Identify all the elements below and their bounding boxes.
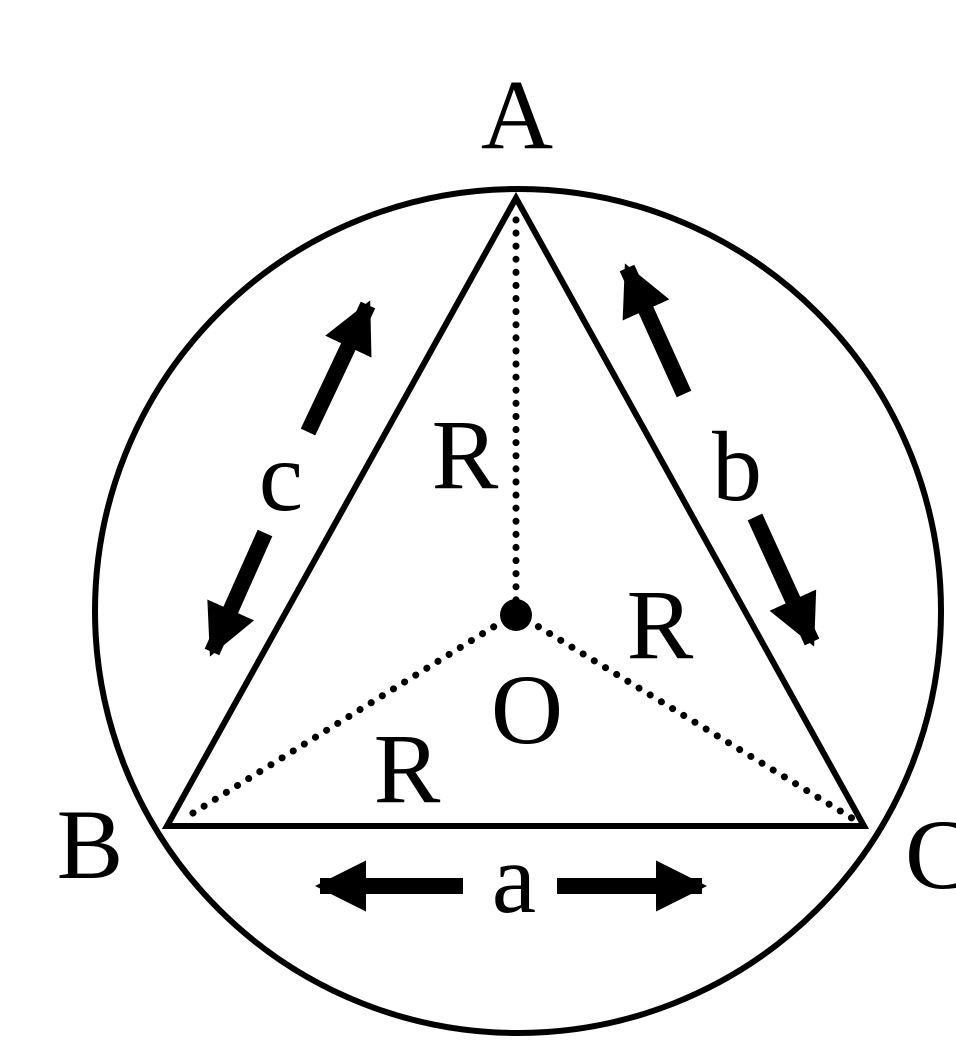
radius-line-ob <box>181 609 520 822</box>
side-c-label: c <box>259 421 303 532</box>
center-label: O <box>491 654 563 765</box>
radius-label-right: R <box>627 569 694 680</box>
vertex-c-label: C <box>905 799 956 910</box>
side-b-arrow-down <box>747 513 820 647</box>
side-b-arrow-up <box>619 263 692 398</box>
side-c-arrow-up <box>300 300 376 436</box>
radius-line-oc <box>512 609 859 824</box>
triangle-abc <box>161 191 870 829</box>
center-point <box>500 599 532 631</box>
radius-label-left: R <box>374 713 441 824</box>
side-a-label: a <box>492 823 536 934</box>
circumcircle <box>92 186 944 1036</box>
radius-label-top: R <box>432 399 499 510</box>
vertex-a-label: A <box>481 59 553 170</box>
side-c-arrow-down <box>204 529 273 657</box>
vertex-b-label: B <box>57 789 124 900</box>
side-b-label: b <box>712 411 762 522</box>
